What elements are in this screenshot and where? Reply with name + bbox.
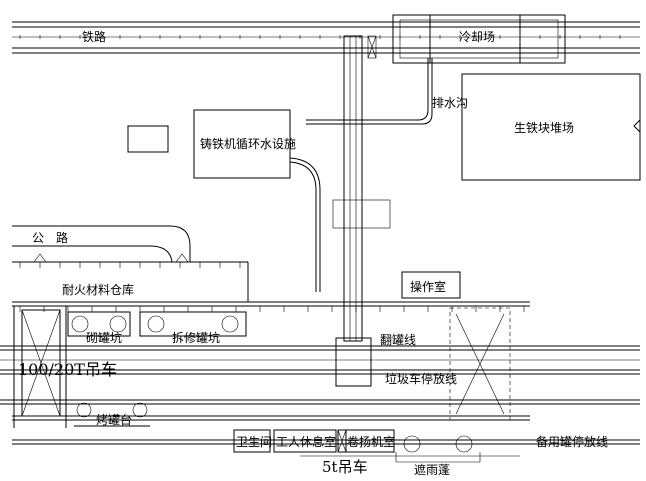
slag-car-line-label: 垃圾车停放线 <box>385 371 457 386</box>
refractory-store-label: 耐火材料仓库 <box>62 282 134 297</box>
water-facility-label: 铸铁机循环水设施 <box>200 136 296 151</box>
demolish-pit-label: 拆修罐坑 <box>172 330 220 345</box>
drain-pipes <box>289 58 433 292</box>
ladle-pit-label: 砌罐坑 <box>86 330 122 345</box>
workshop-lines <box>0 301 640 457</box>
water-facility-building <box>193 109 291 179</box>
casting-conveyor <box>332 35 391 387</box>
rest-room-label: 工人休息室 <box>276 434 336 449</box>
cooling-yard-label: 冷却场 <box>459 30 495 44</box>
ladle-baking-label: 烤罐台 <box>96 412 132 427</box>
pig-iron-yard <box>461 73 641 181</box>
control-room-label: 操作室 <box>410 279 446 294</box>
railway-track <box>12 21 640 54</box>
crane-100-20t-structure <box>13 306 67 428</box>
cooling-yard <box>392 14 566 64</box>
tipping-line-label: 翻罐线 <box>380 333 416 347</box>
right-crane-structure <box>449 307 511 421</box>
ladle-baking-structure <box>74 402 150 427</box>
pig-iron-yard-label: 生铁块堆场 <box>514 121 574 135</box>
road <box>12 225 248 268</box>
road-label: 公 路 <box>32 230 68 245</box>
ladle-pit-structure <box>67 311 131 337</box>
toilet-label: 卫生间 <box>236 435 272 449</box>
crane-5t-label: 5t吊车 <box>322 458 368 476</box>
railway-label: 铁路 <box>82 29 106 44</box>
winch-room-label: 卷扬机室 <box>347 434 395 449</box>
canopy-label: 遮雨蓬 <box>414 462 450 477</box>
small-building <box>127 125 169 153</box>
canopy-bracket <box>395 452 481 463</box>
demolish-pit-structure <box>139 311 247 337</box>
bottom-rooms <box>233 429 473 453</box>
crane-100-20t-label: 100/20T吊车 <box>18 360 117 379</box>
drain-ditch-label: 排水沟 <box>432 96 468 110</box>
spare-ladle-line-label: 备用罐停放线 <box>536 434 608 449</box>
control-room-box <box>401 271 461 299</box>
